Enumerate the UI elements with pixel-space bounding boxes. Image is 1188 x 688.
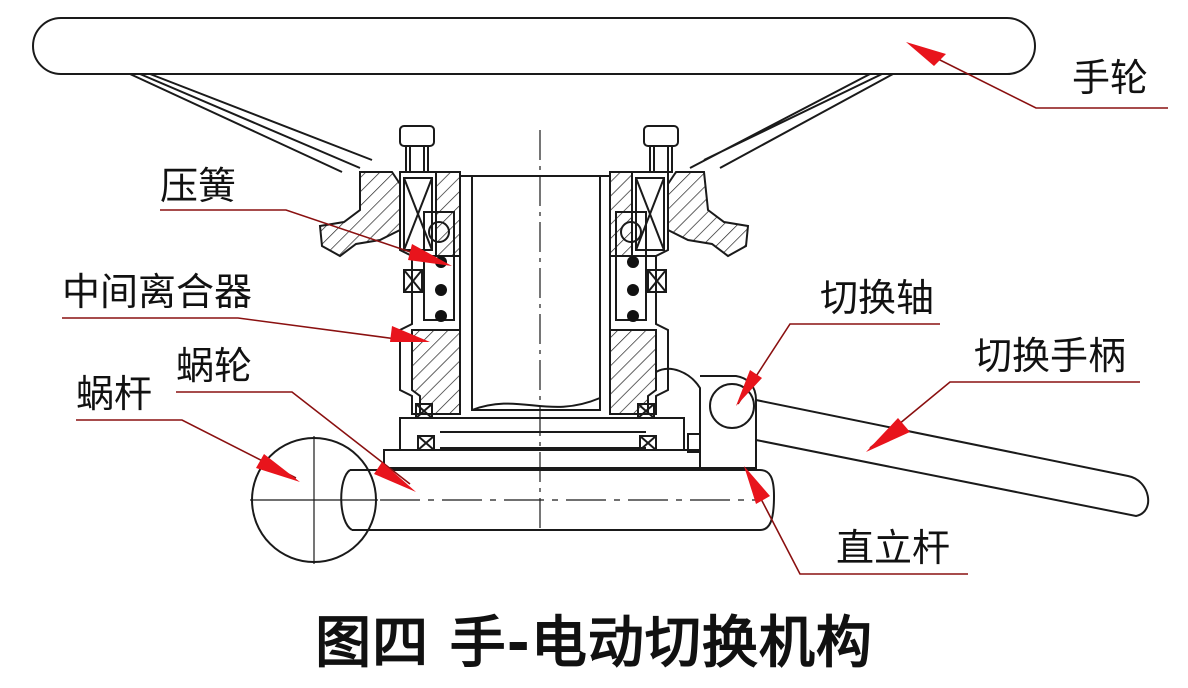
worm-shaft (250, 436, 776, 564)
label-handwheel: 手轮 (1072, 56, 1149, 100)
label-switch-shaft: 切换轴 (820, 276, 935, 320)
label-clutch: 中间离合器 (62, 270, 253, 314)
label-switch-handle: 切换手柄 (974, 334, 1127, 378)
arrow-switch-shaft (736, 370, 762, 406)
label-vertical-rod: 直立杆 (836, 526, 951, 570)
handwheel (32, 17, 1036, 173)
arrow-worm (256, 454, 300, 482)
label-spring: 压簧 (160, 164, 237, 208)
arrow-spring (408, 244, 452, 266)
label-worm-wheel: 蜗轮 (176, 344, 253, 388)
figure-caption: 图四 手-电动切换机构 (315, 611, 873, 676)
arrow-worm-wheel (374, 462, 416, 492)
switch-handle-assembly (655, 367, 1150, 518)
arrow-vertical-rod (744, 466, 770, 504)
spring-coils (435, 256, 639, 322)
clutch-housing (318, 125, 750, 530)
leader-arrows (256, 42, 946, 504)
arrow-clutch (390, 326, 430, 342)
arrow-handwheel (906, 42, 946, 66)
label-worm: 蜗杆 (76, 372, 153, 416)
arrow-switch-handle (866, 418, 910, 452)
